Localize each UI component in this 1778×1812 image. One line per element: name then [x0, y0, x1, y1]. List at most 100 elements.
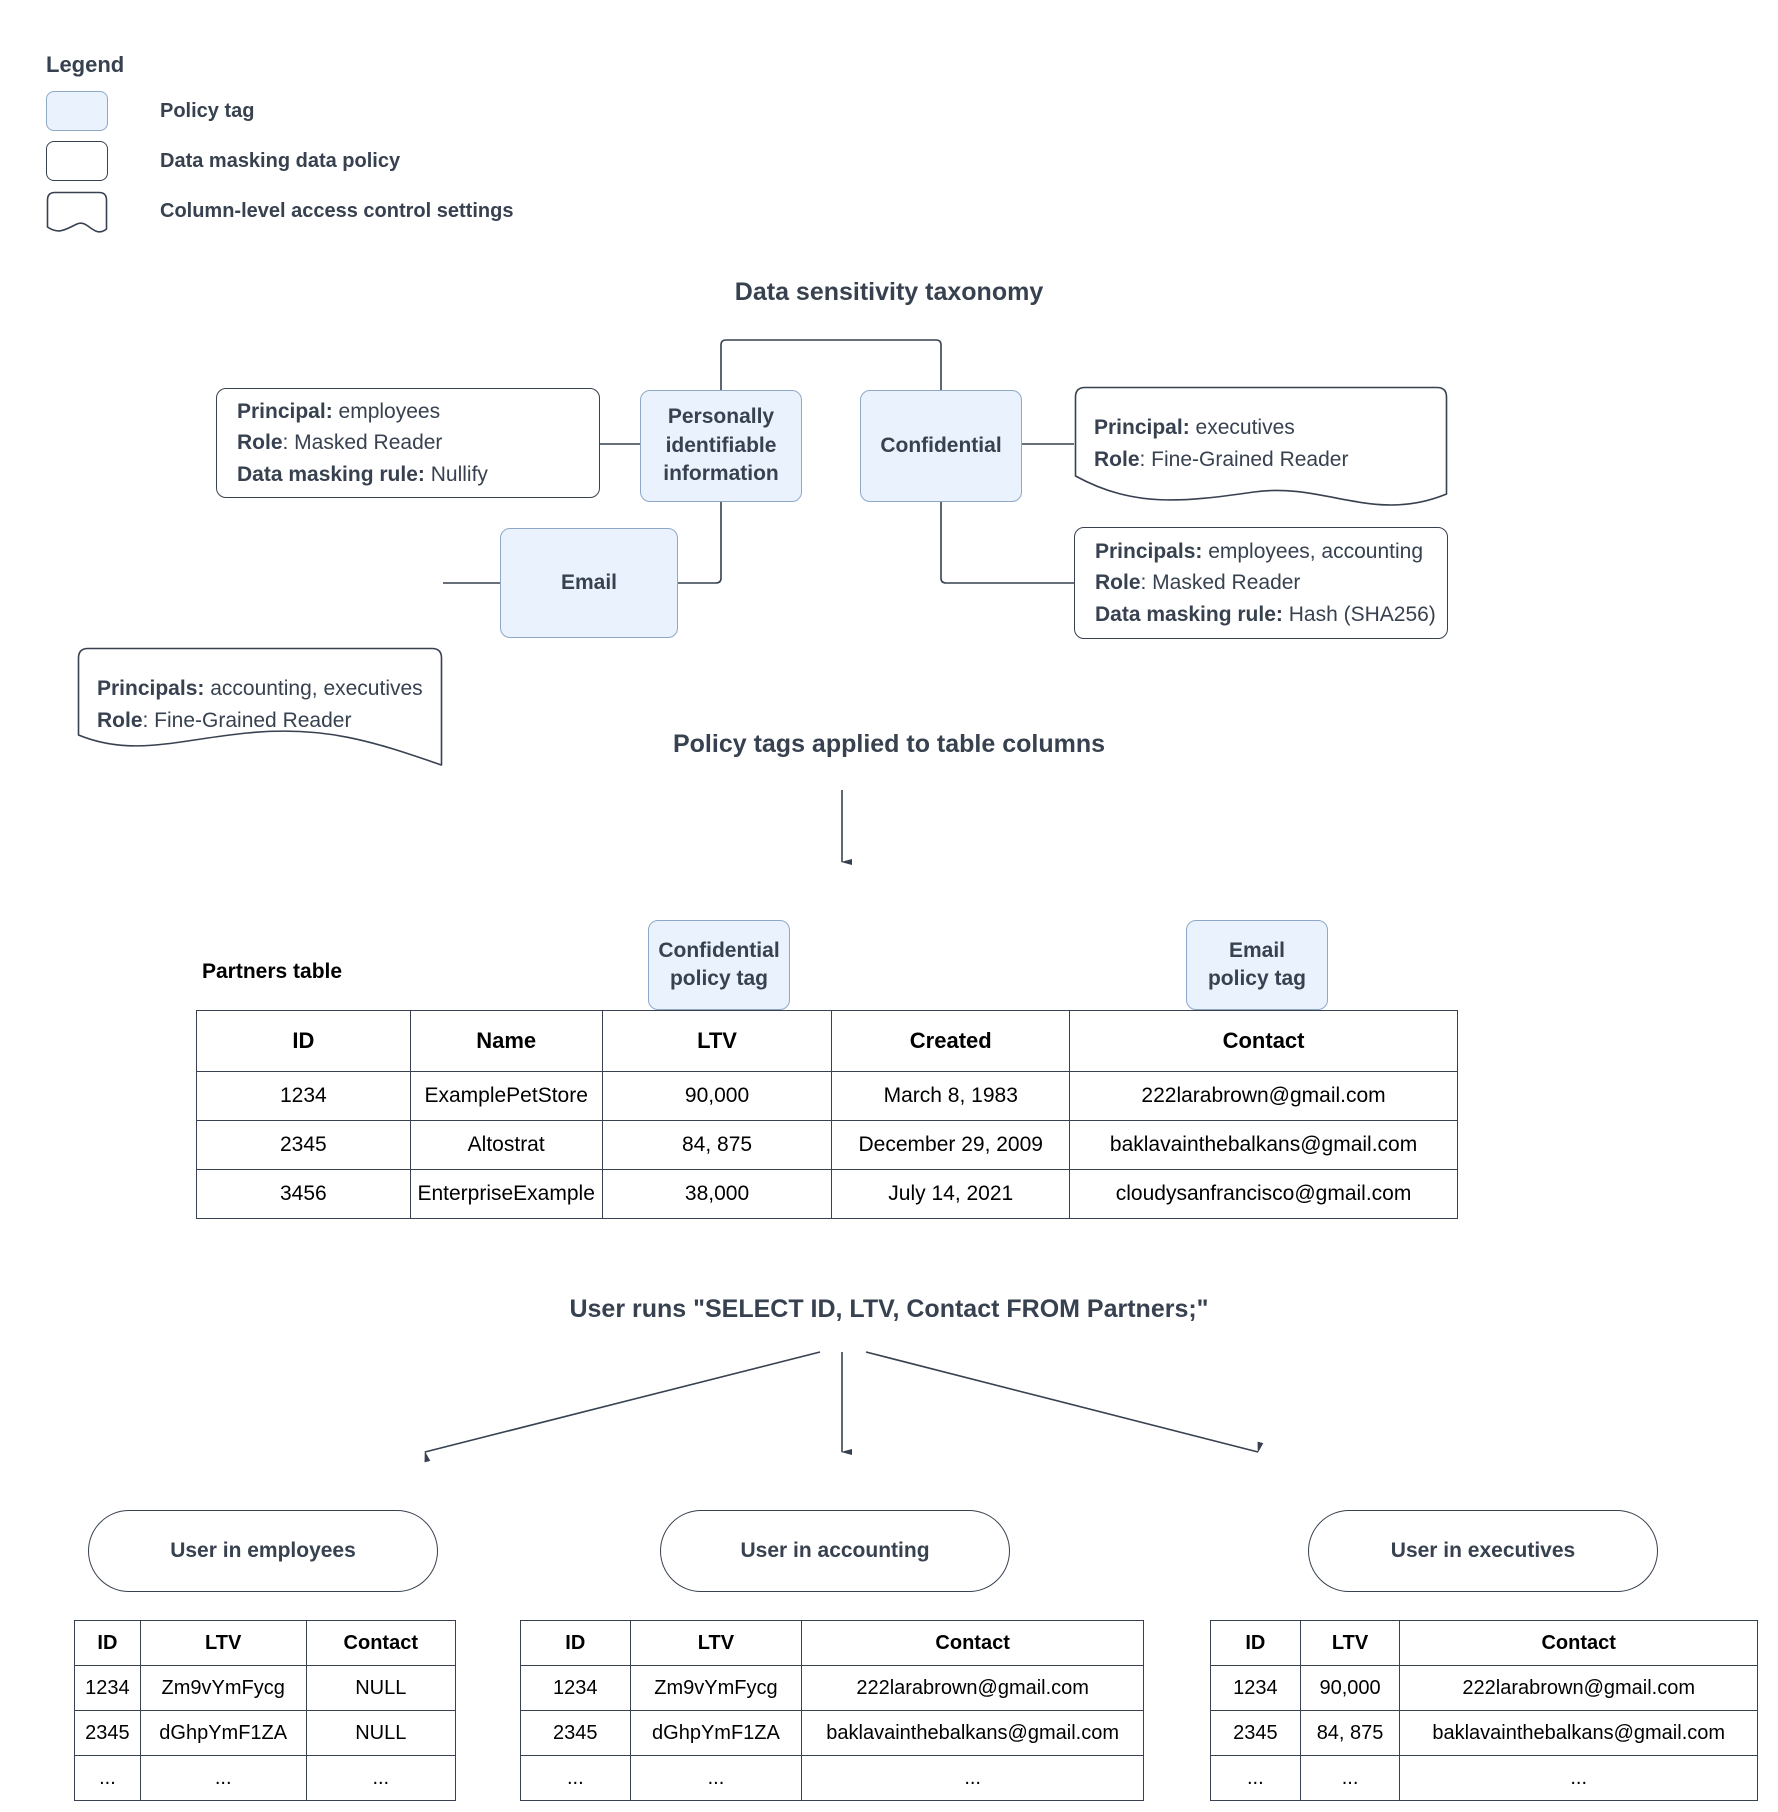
principal-value: employees, accounting	[1202, 539, 1424, 563]
table-row: 1234 ExamplePetStore 90,000 March 8, 198…	[196, 1071, 1458, 1121]
cell-id: 1234	[1210, 1665, 1301, 1711]
policy-tag-label: Email	[560, 570, 618, 594]
table-row: 2345 Altostrat 84, 875 December 29, 2009…	[196, 1120, 1458, 1170]
cell-contact: baklavainthebalkans@gmail.com	[1069, 1120, 1458, 1170]
cell-contact: ...	[305, 1755, 457, 1801]
rule-value: Hash (SHA256)	[1282, 602, 1436, 626]
cell-ltv: 38,000	[601, 1169, 833, 1219]
cell-id: 2345	[74, 1710, 141, 1756]
cell-created: March 8, 1983	[831, 1071, 1071, 1121]
wave-shape-icon	[1074, 386, 1448, 506]
column-header: Name	[409, 1010, 603, 1072]
cell-ltv: ...	[139, 1755, 307, 1801]
column-header: LTV	[139, 1620, 307, 1666]
rule-label: Data masking rule:	[1095, 602, 1283, 626]
column-header: Created	[831, 1010, 1071, 1072]
role-label: Role	[1094, 447, 1140, 471]
policy-tag-email[interactable]: Email	[500, 528, 678, 638]
column-level-access-swatch	[46, 191, 108, 233]
cell-ltv: 84, 875	[601, 1120, 833, 1170]
table-row: ... ... ...	[520, 1755, 1144, 1801]
cell-id: ...	[1210, 1755, 1301, 1801]
cell-ltv: Zm9vYmFycg	[139, 1665, 307, 1711]
tag-line-2: policy tag	[669, 967, 768, 990]
actor-label: User in employees	[170, 1539, 356, 1562]
cell-id: 2345	[196, 1120, 411, 1170]
table-row: ... ... ...	[74, 1755, 457, 1801]
role-label: Role	[1095, 571, 1141, 595]
wave-shape-icon	[46, 191, 108, 233]
cell-id: ...	[74, 1755, 141, 1801]
cell-created: July 14, 2021	[831, 1169, 1071, 1219]
principal-value: employees	[332, 399, 441, 423]
cell-ltv: ...	[629, 1755, 803, 1801]
role-value: : Fine-Grained Reader	[142, 708, 352, 732]
policy-tag-label: Personally identifiable information	[663, 405, 779, 486]
column-header: Contact	[1399, 1620, 1758, 1666]
role-label: Role	[237, 431, 283, 455]
legend-item-label: Column-level access control settings	[160, 199, 514, 222]
policy-tag-swatch	[46, 91, 108, 131]
legend: Legend Policy tag Data masking data poli…	[46, 52, 666, 238]
confidential-policy-tag-badge[interactable]: Confidential policy tag	[648, 920, 790, 1010]
table-row: 2345 dGhpYmF1ZA NULL	[74, 1710, 457, 1756]
cell-ltv: dGhpYmF1ZA	[139, 1710, 307, 1756]
confidential-access-text: Principal: executives Role: Fine-Grained…	[1094, 412, 1348, 475]
policy-tag-label: Confidential	[880, 433, 1002, 457]
cell-id: 3456	[196, 1169, 411, 1219]
table-row: 2345 dGhpYmF1ZA baklavainthebalkans@gmai…	[520, 1710, 1144, 1756]
wave-shape-icon	[77, 647, 443, 766]
cell-created: December 29, 2009	[831, 1120, 1071, 1170]
policy-tag-pii[interactable]: Personally identifiable information	[640, 390, 802, 502]
cell-name: Altostrat	[409, 1120, 603, 1170]
rule-label: Data masking rule:	[237, 462, 425, 486]
cell-ltv: 84, 875	[1299, 1710, 1401, 1756]
result-table-employees: ID LTV Contact 1234 Zm9vYmFycg NULL 2345…	[74, 1620, 457, 1801]
data-masking-policy-swatch	[46, 141, 108, 181]
email-column-access-box: Principals: accounting, executives Role:…	[77, 647, 443, 771]
cell-id: 2345	[1210, 1710, 1301, 1756]
role-label: Role	[97, 708, 143, 732]
actor-user-in-executives[interactable]: User in executives	[1308, 1510, 1658, 1592]
actor-user-in-accounting[interactable]: User in accounting	[660, 1510, 1010, 1592]
cell-ltv: dGhpYmF1ZA	[629, 1710, 803, 1756]
column-header: LTV	[601, 1010, 833, 1072]
column-header: ID	[74, 1620, 141, 1666]
column-header: Contact	[305, 1620, 457, 1666]
confidential-data-masking-policy-box: Principals: employees, accounting Role: …	[1074, 527, 1448, 639]
column-header: Contact	[801, 1620, 1144, 1666]
partners-table: ID Name LTV Created Contact 1234 Example…	[196, 1010, 1458, 1219]
table-header-row: ID LTV Contact	[520, 1620, 1144, 1666]
cell-ltv: 90,000	[601, 1071, 833, 1121]
table-row: 1234 90,000 222larabrown@gmail.com	[1210, 1665, 1758, 1711]
role-value: : Fine-Grained Reader	[1139, 447, 1349, 471]
cell-id: 1234	[520, 1665, 631, 1711]
column-header: ID	[1210, 1620, 1301, 1666]
email-policy-tag-badge[interactable]: Email policy tag	[1186, 920, 1328, 1010]
cell-id: ...	[520, 1755, 631, 1801]
column-header: ID	[520, 1620, 631, 1666]
cell-contact: 222larabrown@gmail.com	[1069, 1071, 1458, 1121]
cell-contact: 222larabrown@gmail.com	[1399, 1665, 1758, 1711]
actor-label: User in executives	[1390, 1539, 1576, 1562]
legend-item-policy-tag: Policy tag	[46, 88, 666, 134]
cell-id: 1234	[196, 1071, 411, 1121]
cell-contact: NULL	[305, 1665, 457, 1711]
column-header: Contact	[1069, 1010, 1458, 1072]
principal-label: Principal:	[1094, 416, 1190, 439]
tag-line-2: policy tag	[1207, 967, 1307, 990]
rule-value: Nullify	[424, 462, 488, 486]
actor-user-in-employees[interactable]: User in employees	[88, 1510, 438, 1592]
table-header-row: ID LTV Contact	[74, 1620, 457, 1666]
principal-value: executives	[1189, 416, 1295, 439]
column-header: ID	[196, 1010, 411, 1072]
cell-ltv: Zm9vYmFycg	[629, 1665, 803, 1711]
tag-line-1: Confidential	[658, 938, 780, 962]
cell-name: ExamplePetStore	[409, 1071, 603, 1121]
legend-title: Legend	[46, 52, 125, 77]
role-value: : Masked Reader	[1140, 571, 1301, 595]
principal-value: accounting, executives	[204, 677, 423, 700]
cell-id: 1234	[74, 1665, 141, 1711]
legend-item-data-masking: Data masking data policy	[46, 138, 666, 184]
policy-tag-confidential[interactable]: Confidential	[860, 390, 1022, 502]
